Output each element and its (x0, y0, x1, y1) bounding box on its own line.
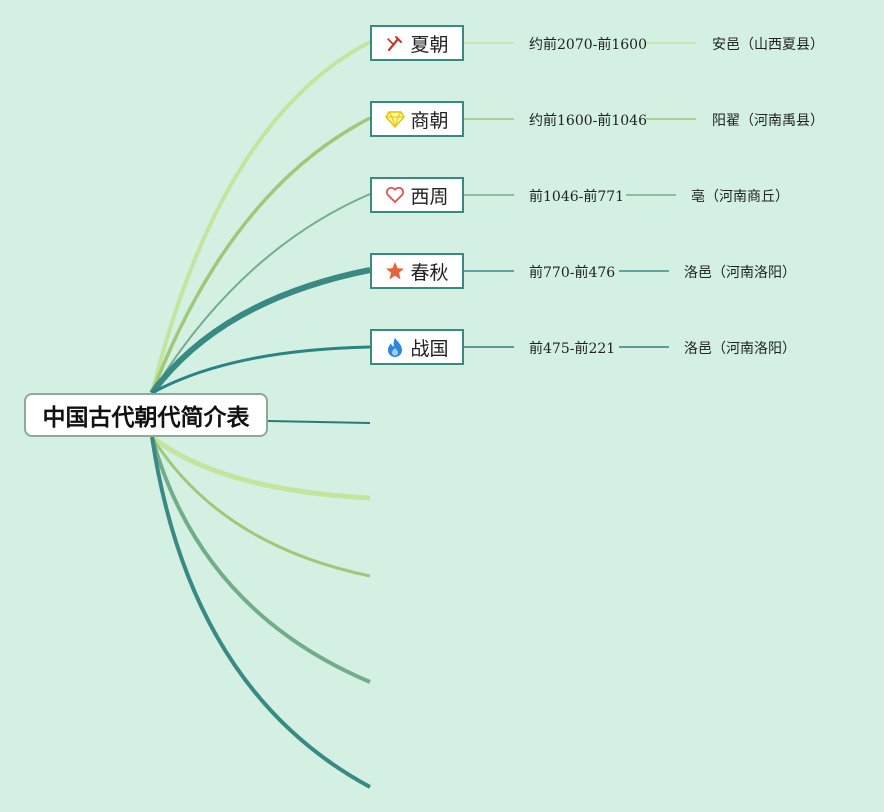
node-label: 西周 (410, 185, 449, 208)
capital-shang[interactable]: 阳翟（河南禹县） (712, 113, 824, 129)
period-chunqiu[interactable]: 前770-前476 (529, 265, 616, 281)
capital-xia[interactable]: 安邑（山西夏县） (712, 37, 824, 53)
period-shang[interactable]: 约前1600-前1046 (529, 113, 647, 129)
branch-line-xia (150, 40, 371, 394)
branch-line-xizhou (151, 193, 371, 394)
capital-zhanguo[interactable]: 洛邑（河南洛阳） (684, 341, 796, 357)
tools-icon (385, 33, 405, 53)
capital-xizhou[interactable]: 亳（河南商丘） (691, 189, 789, 205)
branch-line-empty-4 (150, 436, 371, 684)
node-xizhou[interactable]: 西周 (370, 177, 464, 213)
period-xia[interactable]: 约前2070-前1600 (529, 37, 647, 53)
node-shang[interactable]: 商朝 (370, 101, 464, 137)
node-xia[interactable]: 夏朝 (370, 25, 464, 61)
period-zhanguo[interactable]: 前475-前221 (529, 341, 616, 357)
node-label: 商朝 (410, 109, 449, 132)
branch-line-chunqiu (149, 267, 371, 395)
branch-line-zhanguo (151, 345, 371, 395)
branch-line-empty-3 (150, 436, 371, 578)
node-label: 春秋 (410, 261, 449, 284)
branch-line-empty-2 (150, 435, 371, 501)
heart-icon (385, 185, 405, 205)
central-topic[interactable]: 中国古代朝代简介表 (24, 393, 268, 437)
branch-line-shang (150, 116, 371, 394)
flame-icon (385, 337, 405, 357)
node-label: 夏朝 (410, 33, 449, 56)
branch-line-empty-1 (267, 420, 371, 424)
period-xizhou[interactable]: 前1046-前771 (529, 189, 625, 205)
capital-chunqiu[interactable]: 洛邑（河南洛阳） (684, 265, 796, 281)
branch-line-empty-5 (150, 436, 371, 789)
node-label: 战国 (410, 337, 449, 360)
node-chunqiu[interactable]: 春秋 (370, 253, 464, 289)
diamond-icon (385, 109, 406, 129)
node-zhanguo[interactable]: 战国 (370, 329, 464, 365)
star-icon (385, 261, 405, 281)
